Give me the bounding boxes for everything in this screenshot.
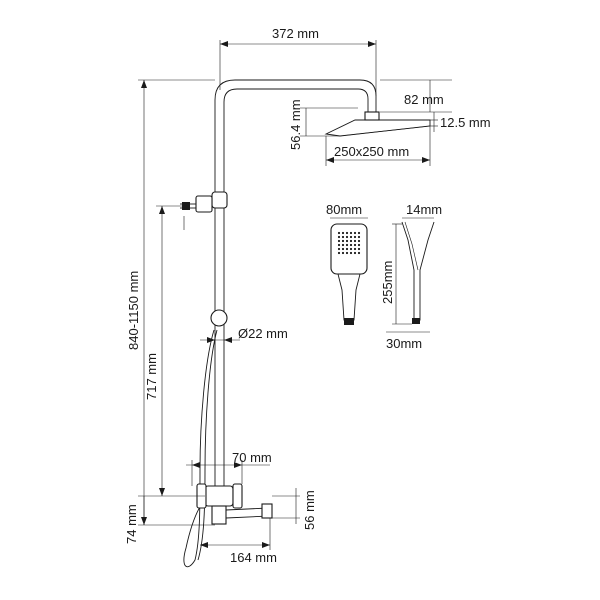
nozzle-dot <box>353 235 357 239</box>
nozzle-dot <box>349 235 353 239</box>
riser-pipe <box>214 79 377 490</box>
nozzle-dot <box>337 243 341 247</box>
nozzle-dot <box>341 235 345 239</box>
dim-mixer-height: 74 mm <box>124 504 139 544</box>
dim-arm-width: 372 mm <box>272 26 319 41</box>
nozzle-dot <box>341 239 345 243</box>
nozzle-dot <box>345 243 349 247</box>
nozzle-dot <box>357 231 361 235</box>
nozzle-dot <box>345 251 349 255</box>
dim-pipe-diameter: Ø22 mm <box>238 326 288 341</box>
rain-shower-head <box>324 111 431 137</box>
dim-hand-base: 30mm <box>386 336 422 351</box>
slider-clamp <box>180 191 228 213</box>
nozzle-dot <box>357 251 361 255</box>
nozzle-dot <box>341 231 345 235</box>
nozzle-dot <box>345 231 349 235</box>
nozzle-dot <box>337 235 341 239</box>
nozzle-dot <box>349 243 353 247</box>
nozzle-dot <box>357 247 361 251</box>
nozzle-dot <box>341 247 345 251</box>
mixer-body <box>196 483 273 525</box>
nozzle-dot <box>353 239 357 243</box>
nozzle-dot <box>337 251 341 255</box>
hand-shower-side <box>401 221 435 324</box>
dim-head-offset: 82 mm <box>404 92 444 107</box>
dim-spout-height: 56 mm <box>302 490 317 530</box>
dim-hand-thickness: 14mm <box>406 202 442 217</box>
nozzle-dot <box>337 231 341 235</box>
nozzle-dot <box>357 243 361 247</box>
nozzle-dot <box>357 235 361 239</box>
dim-head-thickness: 12.5 mm <box>440 115 491 130</box>
nozzle-dot <box>353 251 357 255</box>
nozzle-dot <box>349 251 353 255</box>
nozzle-dot <box>345 247 349 251</box>
dim-spout-length: 164 mm <box>230 550 277 565</box>
nozzle-dot <box>341 243 345 247</box>
nozzle-dot <box>349 247 353 251</box>
hand-shower-front <box>330 223 368 325</box>
nozzle-dot <box>345 235 349 239</box>
dim-hand-width: 80mm <box>326 202 362 217</box>
nozzle-dot <box>357 239 361 243</box>
nozzle-dot <box>337 247 341 251</box>
shower-hose <box>183 329 215 568</box>
nozzle-dot <box>337 239 341 243</box>
nozzle-dot <box>345 239 349 243</box>
dim-head-size: 250x250 mm <box>334 144 409 159</box>
nozzle-dot <box>349 231 353 235</box>
nozzle-dot <box>353 247 357 251</box>
height-lock-knob <box>210 309 228 327</box>
dim-total-height: 840-1150 mm <box>126 271 141 350</box>
nozzle-dot <box>353 231 357 235</box>
dimension-lines <box>138 40 452 550</box>
dim-holder-height: 717 mm <box>144 353 159 400</box>
nozzle-dot <box>353 243 357 247</box>
dim-hand-length: 255mm <box>380 261 395 304</box>
dim-mixer-offset: 70 mm <box>232 450 272 465</box>
nozzle-dot <box>341 251 345 255</box>
nozzle-dot <box>349 239 353 243</box>
dim-head-height: 56.4 mm <box>288 99 303 150</box>
